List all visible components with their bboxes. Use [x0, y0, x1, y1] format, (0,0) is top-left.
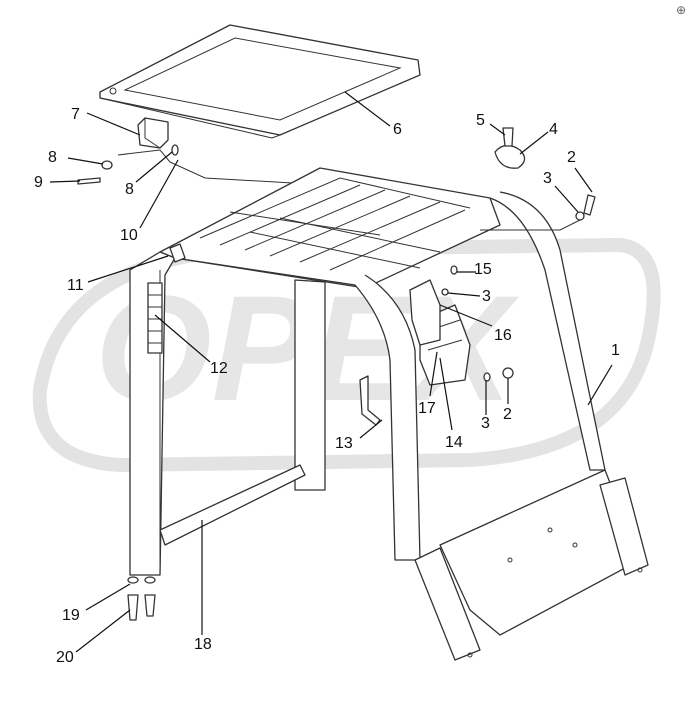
- roof-grid-frame: [159, 167, 501, 289]
- callout-1: 1: [611, 342, 620, 359]
- callout-10: 10: [120, 227, 138, 244]
- callout-8-right: 8: [125, 181, 134, 198]
- callout-13: 13: [335, 435, 353, 452]
- mirror-part-4: [494, 144, 526, 169]
- callout-2-upper: 2: [567, 149, 576, 166]
- bolt-part-2-lower: [502, 367, 514, 379]
- callout-17: 17: [418, 400, 436, 417]
- callout-12: 12: [210, 360, 228, 377]
- callout-5: 5: [476, 112, 485, 129]
- corner-registration-mark: ⊕: [676, 3, 687, 17]
- roof-panel-part-6: [99, 24, 421, 139]
- callout-3-lower: 3: [481, 415, 490, 432]
- callout-9: 9: [34, 174, 43, 191]
- bolt-part-2-upper: [583, 194, 596, 216]
- callout-20: 20: [56, 649, 74, 666]
- grab-handle-part-13: [359, 375, 381, 426]
- washer-part-19: [127, 576, 156, 584]
- callout-16: 16: [494, 327, 512, 344]
- callout-2-lower: 2: [503, 406, 512, 423]
- callout-3-mid: 3: [482, 288, 491, 305]
- callout-7: 7: [71, 106, 80, 123]
- washer-part-3-lower: [483, 372, 491, 382]
- bolt-part-20: [127, 594, 156, 621]
- rops-frame-part-1: [129, 191, 649, 661]
- callout-11: 11: [67, 277, 84, 294]
- bracket-part-16: [409, 279, 441, 346]
- callout-18: 18: [194, 636, 212, 653]
- bracket-part-7: [117, 117, 171, 163]
- callout-19: 19: [62, 607, 80, 624]
- fastener-part-15: [450, 265, 458, 275]
- callout-8-left: 8: [48, 149, 57, 166]
- callout-3-upper: 3: [543, 170, 552, 187]
- callout-14: 14: [445, 434, 463, 451]
- callout-6: 6: [393, 121, 402, 138]
- corner-block-part-11: [169, 243, 186, 263]
- callout-15: 15: [474, 261, 492, 278]
- washer-part-3-mid: [441, 288, 449, 296]
- label-plate-part-12: [147, 282, 163, 354]
- mirror-mount-part-5: [502, 127, 514, 147]
- leader-lines: [49, 91, 613, 653]
- mirror-arm: [480, 219, 581, 231]
- bolt-part-9: [77, 177, 101, 185]
- washer-part-8: [101, 144, 179, 170]
- washer-part-3-upper: [575, 211, 585, 221]
- callout-4: 4: [549, 121, 558, 138]
